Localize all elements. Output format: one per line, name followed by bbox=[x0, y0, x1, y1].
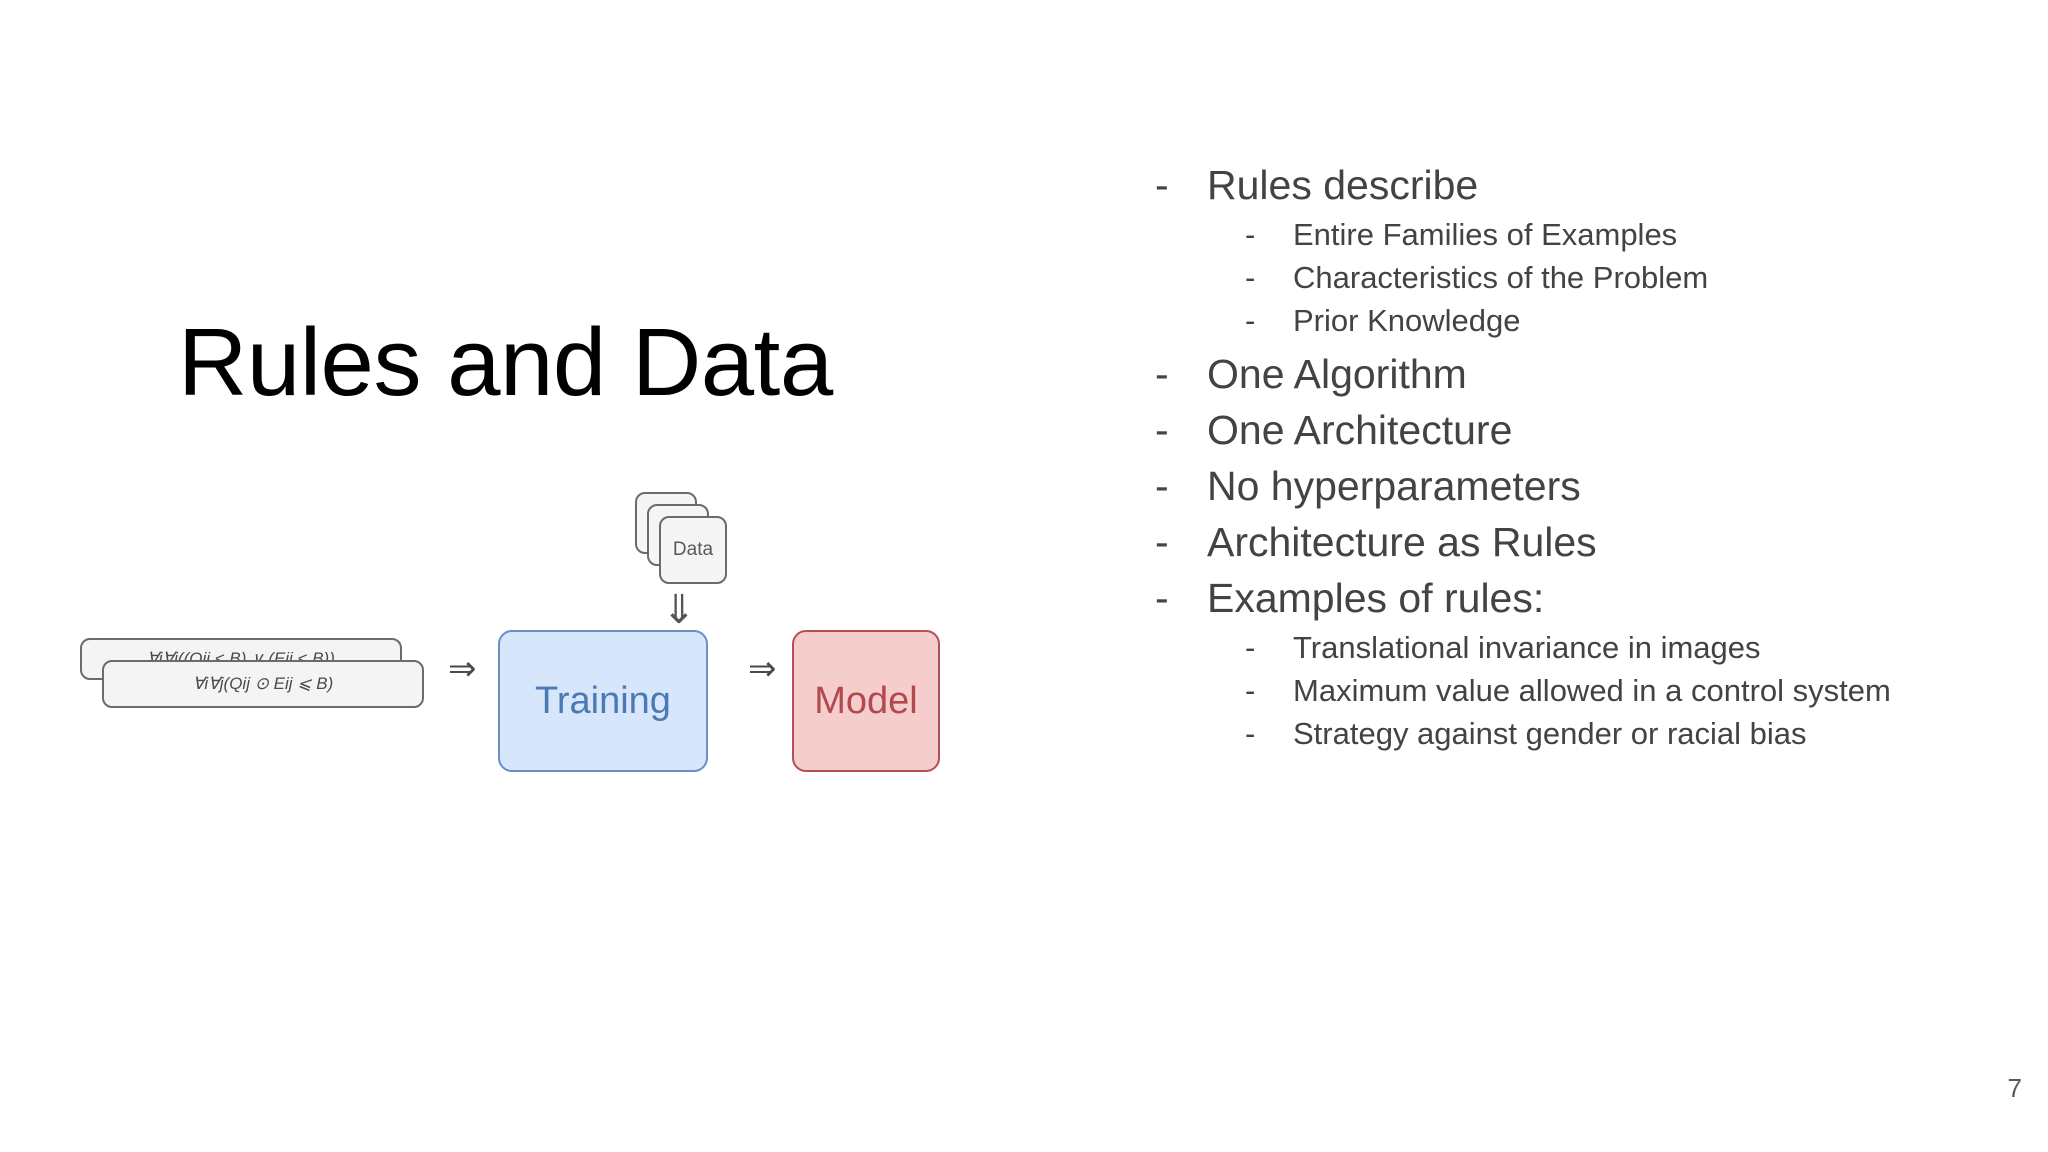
page-number: 7 bbox=[2007, 1073, 2022, 1103]
bullet-dash-icon: - bbox=[1155, 575, 1169, 622]
model-node-label: Model bbox=[814, 679, 918, 722]
bullet-dash-icon: - bbox=[1245, 716, 1256, 752]
data-icon-label: Data bbox=[672, 539, 714, 560]
bullet-sublabel: Characteristics of the Problem bbox=[1293, 260, 1709, 296]
bullet-item-no-hyperparameters: - No hyperparameters bbox=[1155, 459, 1985, 513]
bullet-subitem: - Characteristics of the Problem bbox=[1155, 257, 1985, 299]
bullet-sublabel: Entire Families of Examples bbox=[1293, 217, 1678, 253]
pipeline-diagram: Data ⇓ ∀i∀j((Qij < B) ∨ (Eij < B)) ∀i∀j(… bbox=[70, 470, 1030, 810]
bullet-label: Architecture as Rules bbox=[1207, 518, 1597, 565]
rules-formula-stack: ∀i∀j((Qij < B) ∨ (Eij < B)) ∀i∀j(Qij ⊙ E… bbox=[80, 638, 430, 714]
bullet-label: One Algorithm bbox=[1207, 350, 1467, 397]
bullet-sublabel: Maximum value allowed in a control syste… bbox=[1293, 673, 1891, 709]
bullet-subitem: - Maximum value allowed in a control sys… bbox=[1155, 670, 1985, 712]
bullet-subitem: - Prior Knowledge bbox=[1155, 300, 1985, 342]
bullet-dash-icon: - bbox=[1155, 406, 1169, 453]
bullet-list: - Rules describe - Entire Families of Ex… bbox=[1155, 158, 1985, 760]
bullet-subitem: - Strategy against gender or racial bias bbox=[1155, 713, 1985, 755]
training-node: Training bbox=[498, 630, 708, 772]
bullet-label: Rules describe bbox=[1207, 162, 1479, 208]
bullet-label: One Architecture bbox=[1207, 406, 1513, 453]
bullet-sublabel: Strategy against gender or racial bias bbox=[1293, 716, 1807, 752]
bullet-dash-icon: - bbox=[1245, 673, 1256, 709]
bullet-item-one-algorithm: - One Algorithm bbox=[1155, 347, 1985, 401]
bullet-dash-icon: - bbox=[1245, 630, 1256, 666]
bullet-label: No hyperparameters bbox=[1207, 462, 1581, 509]
formula-box-front: ∀i∀j(Qij ⊙ Eij ⩽ B) bbox=[102, 660, 424, 708]
bullet-item-rules-describe: - Rules describe bbox=[1155, 158, 1985, 212]
bullet-subitem: - Entire Families of Examples bbox=[1155, 214, 1985, 256]
bullet-dash-icon: - bbox=[1245, 260, 1256, 296]
bullet-dash-icon: - bbox=[1245, 217, 1256, 253]
bullet-dash-icon: - bbox=[1155, 350, 1169, 397]
bullet-subitem: - Translational invariance in images bbox=[1155, 627, 1985, 669]
training-node-label: Training bbox=[535, 679, 671, 722]
bullet-dash-icon: - bbox=[1155, 162, 1169, 208]
bullet-sublabel: Prior Knowledge bbox=[1293, 303, 1521, 339]
document-card-front: Data bbox=[659, 516, 727, 584]
data-stack-icon: Data bbox=[635, 492, 731, 584]
bullet-dash-icon: - bbox=[1245, 303, 1256, 339]
double-right-arrow-icon-2: ⇒ bbox=[748, 649, 777, 689]
bullet-item-examples-of-rules: - Examples of rules: bbox=[1155, 571, 1985, 625]
double-down-arrow-icon: ⇓ bbox=[662, 587, 696, 633]
bullet-item-architecture-as-rules: - Architecture as Rules bbox=[1155, 515, 1985, 569]
left-column: Rules and Data Data ⇓ ∀i∀j((Qij < B) ∨ (… bbox=[70, 309, 1030, 810]
double-right-arrow-icon-1: ⇒ bbox=[448, 649, 477, 689]
bullet-sublabel: Translational invariance in images bbox=[1293, 630, 1761, 666]
page-title: Rules and Data bbox=[178, 309, 833, 416]
bullet-item-one-architecture: - One Architecture bbox=[1155, 403, 1985, 457]
bullet-dash-icon: - bbox=[1155, 518, 1169, 565]
bullet-label: Examples of rules: bbox=[1207, 575, 1545, 622]
bullet-sublist-examples-of-rules: - Translational invariance in images - M… bbox=[1155, 627, 1985, 755]
bullet-dash-icon: - bbox=[1155, 462, 1169, 509]
bullet-sublist-rules-describe: - Entire Families of Examples - Characte… bbox=[1155, 214, 1985, 342]
model-node: Model bbox=[792, 630, 940, 772]
